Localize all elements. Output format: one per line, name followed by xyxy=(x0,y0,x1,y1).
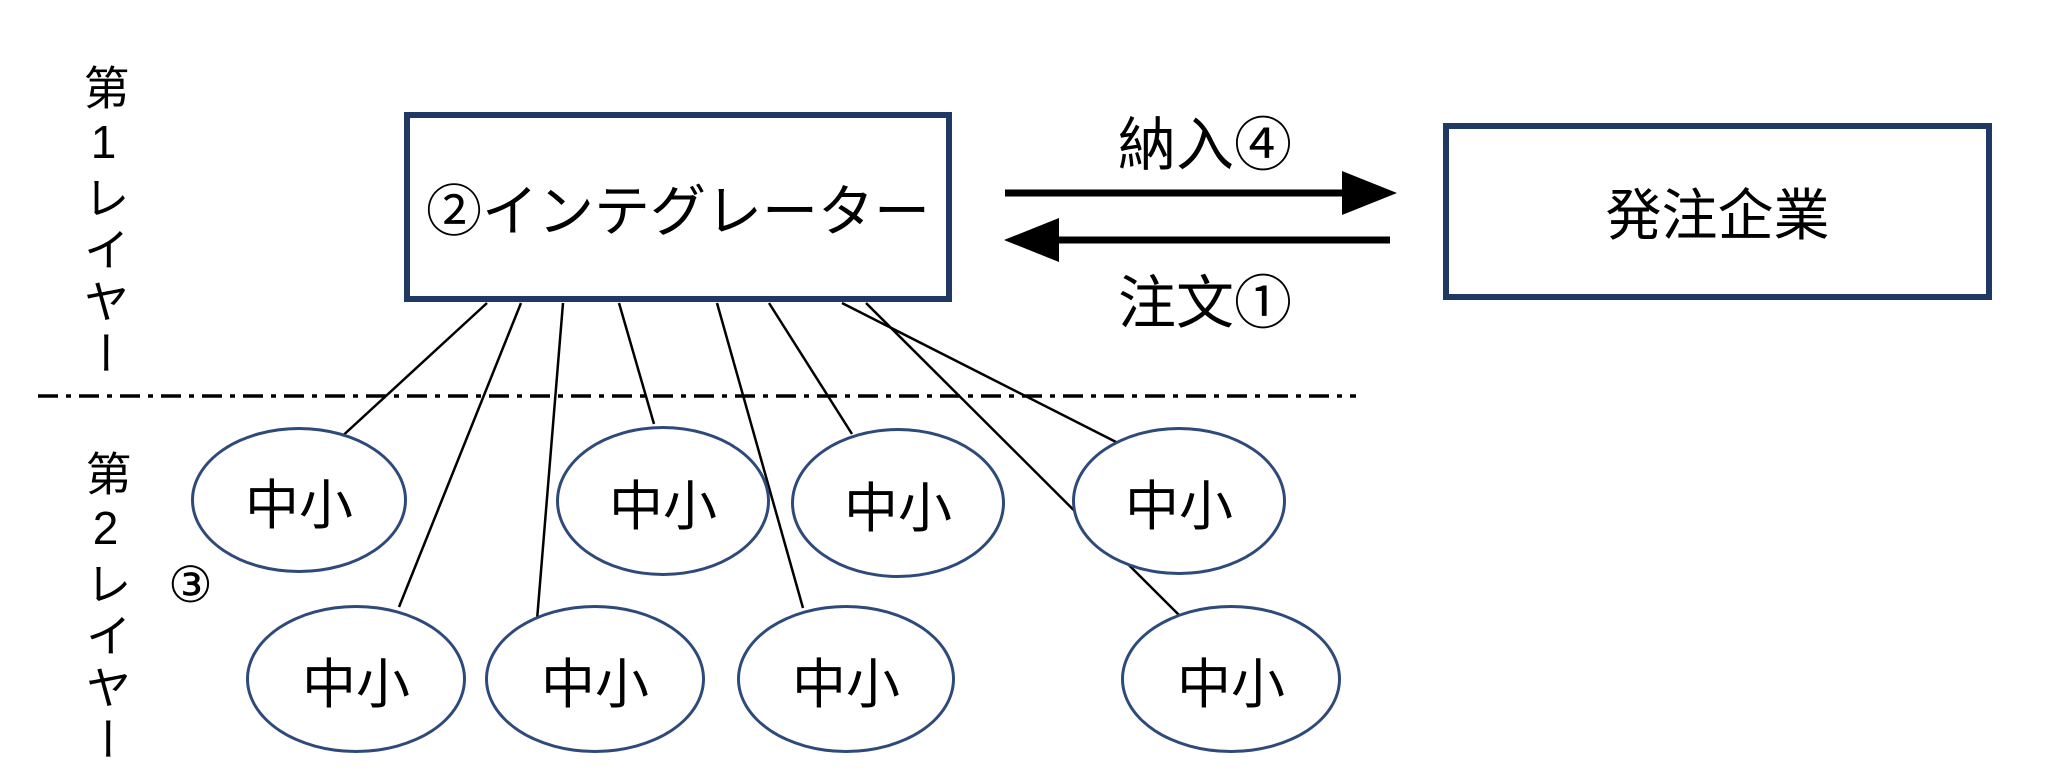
sme-label: 中小 xyxy=(302,654,410,715)
link-sme-bottom-2 xyxy=(535,302,565,621)
order-arrow xyxy=(1004,218,1390,262)
sme-ellipse-bottom-1: 中小 xyxy=(246,605,466,753)
link-sme-top-1 xyxy=(336,302,488,442)
layer2-label: 第2レイヤー xyxy=(79,450,132,768)
sme-ellipse-top-2: 中小 xyxy=(556,426,770,576)
order-flow-label: 注文① xyxy=(1117,271,1292,336)
link-sme-top-3 xyxy=(767,302,854,435)
sme-ellipse-bottom-4: 中小 xyxy=(1121,605,1341,753)
sme-label: 中小 xyxy=(245,475,353,536)
annotation-3-label: ③ xyxy=(168,557,213,613)
sme-ellipse-top-3: 中小 xyxy=(791,428,1005,578)
sme-label: 中小 xyxy=(609,476,717,537)
sme-ellipse-bottom-3: 中小 xyxy=(737,605,955,753)
link-sme-bottom-3 xyxy=(715,302,805,609)
delivery-flow-label: 納入④ xyxy=(1117,113,1292,178)
ordering-company-label: 発注企業 xyxy=(1605,184,1830,247)
integrator-label: ②インテグレーター xyxy=(426,179,930,243)
delivery-arrow xyxy=(1005,171,1397,215)
sme-label: 中小 xyxy=(844,478,952,539)
layer1-label: 第1レイヤー xyxy=(77,64,130,382)
link-sme-bottom-1 xyxy=(397,302,523,608)
sme-label: 中小 xyxy=(541,654,649,715)
sme-ellipse-bottom-2: 中小 xyxy=(485,605,705,753)
integrator-box: ②インテグレーター xyxy=(404,112,952,302)
sme-label: 中小 xyxy=(792,654,900,715)
sme-label: 中小 xyxy=(1125,476,1233,537)
ordering-company-box: 発注企業 xyxy=(1443,123,1992,300)
integrator-sme-links xyxy=(336,301,1181,621)
sme-ellipse-top-4: 中小 xyxy=(1072,427,1286,575)
sme-label: 中小 xyxy=(1177,654,1285,715)
link-sme-top-2 xyxy=(617,302,656,425)
sme-ellipse-top-1: 中小 xyxy=(191,427,407,573)
